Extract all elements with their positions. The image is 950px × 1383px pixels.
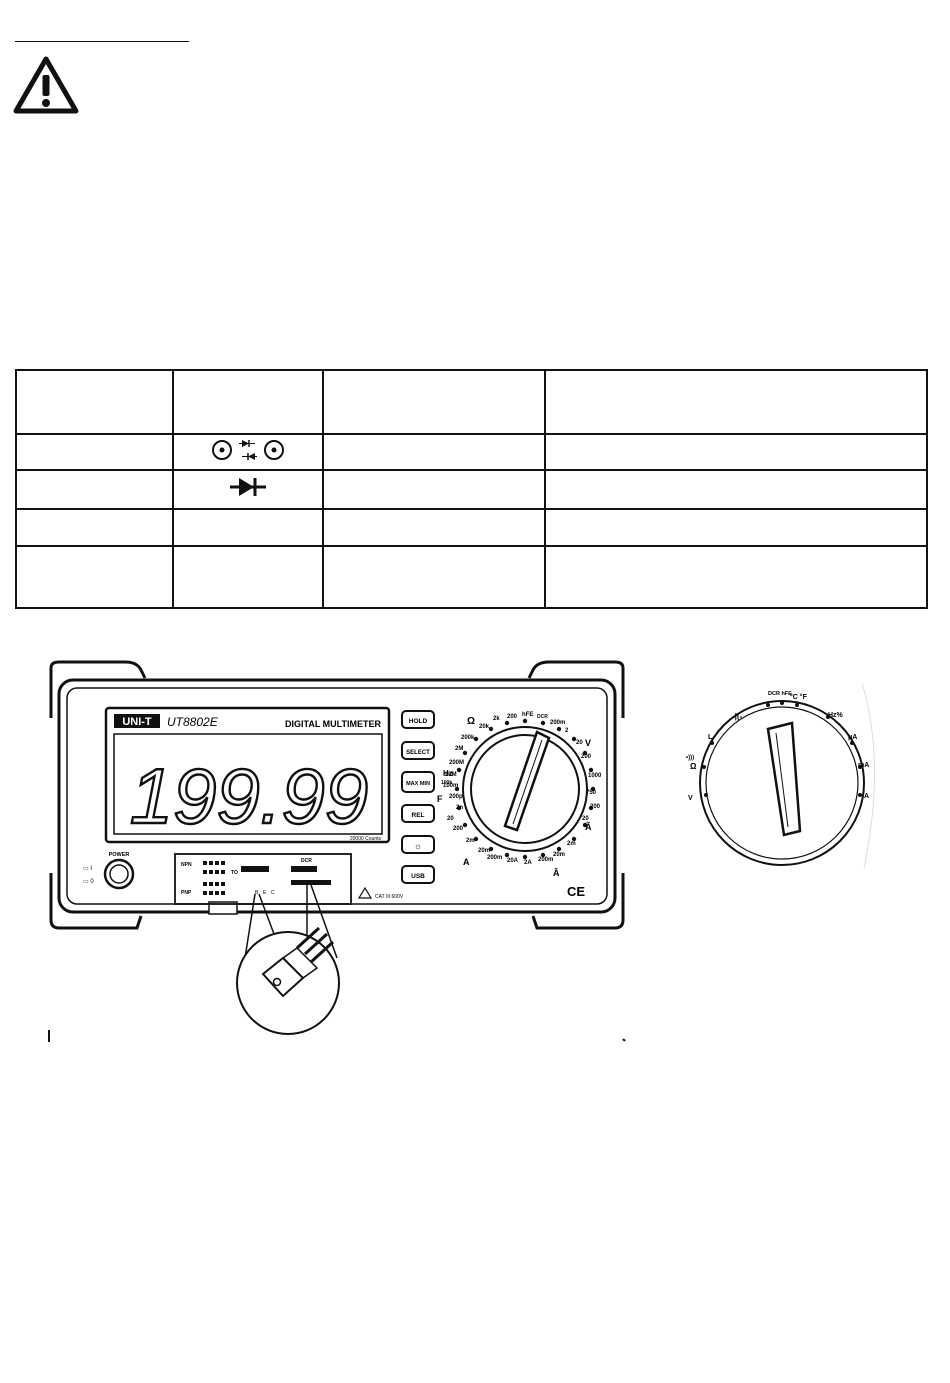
detail-label-l: L xyxy=(708,734,713,741)
svg-text:20: 20 xyxy=(576,740,583,746)
socket-e-label: E xyxy=(263,890,267,896)
svg-text:200: 200 xyxy=(507,714,518,720)
power-on-mark: ▭ I xyxy=(83,866,92,872)
lcd-reading: 199.99 xyxy=(130,752,369,840)
svg-text:Ω: Ω xyxy=(467,716,475,727)
front-buttons: HOLD SELECT MAX MIN REL ☼ USB xyxy=(401,710,435,884)
svg-text:200k: 200k xyxy=(461,735,475,741)
svg-text:750: 750 xyxy=(586,790,597,796)
svg-text:Ã: Ã xyxy=(585,822,592,832)
warning-triangle-icon xyxy=(13,56,79,114)
maxmin-button[interactable]: MAX MIN xyxy=(406,781,430,787)
svg-text:200m: 200m xyxy=(538,857,553,863)
socket-c-label: C xyxy=(271,890,275,896)
brand-logo: UNI-T xyxy=(122,716,152,728)
rotary-dial-detail-illustration: DCR hFE °C °F Hz% μA mA A V Ω L -|(- •))… xyxy=(686,683,875,868)
model-name: UT8802E xyxy=(167,715,219,729)
svg-text:200p: 200p xyxy=(449,794,463,800)
svg-text:200: 200 xyxy=(590,804,601,810)
svg-text:200M: 200M xyxy=(449,760,464,766)
power-off-mark: ▭ 0 xyxy=(83,879,94,885)
cat-warning-icon xyxy=(357,886,373,899)
svg-text:2A: 2A xyxy=(524,860,532,866)
diode-symbol-cell xyxy=(172,469,324,510)
socket-holes xyxy=(203,861,331,895)
svg-text:2: 2 xyxy=(565,728,569,734)
svg-text:2n: 2n xyxy=(456,805,463,811)
socket-b-label: B xyxy=(255,890,259,896)
table-row xyxy=(15,433,928,472)
svg-text:2m: 2m xyxy=(466,838,475,844)
svg-text:Hz: Hz xyxy=(443,769,453,778)
svg-text:2m: 2m xyxy=(567,841,576,847)
svg-text:20m: 20m xyxy=(553,852,565,858)
svg-text:200: 200 xyxy=(581,754,592,760)
svg-text:20: 20 xyxy=(447,816,454,822)
detail-label-continuity: •))) xyxy=(686,755,694,761)
detail-label-temp: °C °F xyxy=(790,693,808,701)
pnp-label: PNP xyxy=(181,890,192,896)
backlight-button[interactable]: ☼ xyxy=(414,841,422,851)
table-row xyxy=(15,469,928,510)
dial-labels: Ω 2k 20k 200k 2M 200M 20M 200 hFE DCR 20… xyxy=(437,712,602,899)
dial-dots xyxy=(454,718,596,860)
svg-text:2M: 2M xyxy=(455,746,463,752)
table-row xyxy=(15,544,928,610)
detail-label-ohm: Ω xyxy=(690,762,697,771)
svg-text:20A: 20A xyxy=(507,858,519,864)
detail-dial-dots xyxy=(702,701,862,797)
dcr-label: DCR xyxy=(301,858,312,864)
function-table xyxy=(15,368,928,610)
detail-label-dcr-hfe: DCR hFE xyxy=(768,691,792,697)
detail-label-a: A xyxy=(864,793,869,800)
svg-text:20M: 20M xyxy=(445,772,457,778)
power-button[interactable] xyxy=(103,858,135,890)
npn-label: NPN xyxy=(181,862,192,868)
svg-text:hFE: hFE xyxy=(522,712,533,718)
svg-text:100m: 100m xyxy=(443,783,458,789)
svg-text:20: 20 xyxy=(582,816,589,822)
to-label: TO xyxy=(231,870,238,876)
svg-text:DCR: DCR xyxy=(537,714,548,720)
svg-text:20k: 20k xyxy=(479,724,490,730)
svg-text:2k: 2k xyxy=(493,716,500,722)
hold-button[interactable]: HOLD xyxy=(409,718,428,725)
usb-button[interactable]: USB xyxy=(411,873,425,880)
detail-label-ua: μA xyxy=(848,734,857,741)
svg-text:200m: 200m xyxy=(487,855,502,861)
multimeter-front-illustration: UNI-T UT8802E DIGITAL MULTIMETER 199.99 … xyxy=(48,660,626,1042)
power-label: POWER xyxy=(109,852,130,858)
detail-label-v: V xyxy=(688,795,693,802)
table-row xyxy=(15,507,928,547)
continuity-buzzer-icon xyxy=(212,439,284,460)
detail-label-ma: mA xyxy=(858,762,869,769)
svg-text:F: F xyxy=(437,794,443,804)
svg-text:A: A xyxy=(463,857,470,867)
svg-text:100k: 100k xyxy=(441,780,452,786)
svg-text:1000: 1000 xyxy=(588,773,602,779)
detail-label-hz: Hz% xyxy=(828,712,844,719)
detail-label-capacitor: -|(- xyxy=(732,712,743,721)
diode-icon xyxy=(230,477,266,496)
counts-label: 20000 Counts xyxy=(350,836,382,842)
svg-text:20m: 20m xyxy=(478,848,490,854)
svg-text:200m: 200m xyxy=(550,720,565,726)
to-package-component xyxy=(261,926,335,998)
svg-text:Ā: Ā xyxy=(553,868,560,878)
rel-button[interactable]: REL xyxy=(412,812,425,819)
svg-text:V: V xyxy=(585,738,591,748)
table-row xyxy=(15,368,928,436)
rotary-selector[interactable] xyxy=(454,718,596,860)
continuity-diode-symbol-cell xyxy=(172,433,324,472)
top-rule xyxy=(15,41,189,42)
product-name: DIGITAL MULTIMETER xyxy=(285,719,381,729)
select-button[interactable]: SELECT xyxy=(406,750,430,756)
svg-text:200: 200 xyxy=(453,826,464,832)
cat-rating: CAT III 600V xyxy=(375,894,404,900)
svg-text:CE: CE xyxy=(567,884,585,899)
